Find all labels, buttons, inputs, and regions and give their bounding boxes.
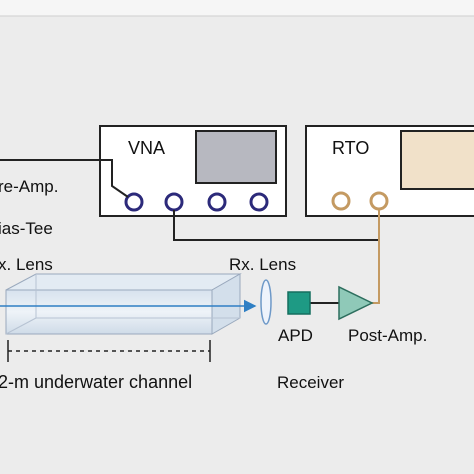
rx-lens-label: Rx. Lens <box>229 255 296 274</box>
vna-port-4 <box>249 192 269 212</box>
receiver-label: Receiver <box>277 373 344 392</box>
rto-port-1 <box>331 191 351 211</box>
pre-amp-label: re-Amp. <box>0 177 58 196</box>
channel-length-bracket <box>7 340 211 362</box>
vna-instrument: VNA <box>99 125 287 217</box>
tx-lens-label: x. Lens <box>0 255 53 274</box>
pre-amp-cable <box>0 159 129 198</box>
apd-block <box>287 291 311 315</box>
vna-port-2 <box>164 192 184 212</box>
vna-label: VNA <box>128 138 165 158</box>
vna-port-1 <box>124 192 144 212</box>
vna-screen <box>195 130 277 184</box>
tank-top-face <box>5 273 242 291</box>
post-amp-label: Post-Amp. <box>348 326 427 345</box>
water-tank <box>5 273 242 335</box>
rx-lens <box>260 279 272 325</box>
post-amp-triangle <box>338 285 374 321</box>
vna-port-3 <box>207 192 227 212</box>
rto-to-amp-cable <box>372 209 380 304</box>
tank-front-face <box>5 289 213 335</box>
tank-left-bottom-edge <box>5 317 37 335</box>
apd-label: APD <box>278 326 313 345</box>
bias-tee-label: ias-Tee <box>0 219 53 238</box>
rto-instrument: RTO <box>305 125 474 217</box>
top-frame <box>0 0 474 16</box>
rto-label: RTO <box>332 138 369 158</box>
channel-label: 2-m underwater channel <box>0 372 192 392</box>
rto-port-2 <box>369 191 389 211</box>
rto-screen <box>400 130 474 190</box>
